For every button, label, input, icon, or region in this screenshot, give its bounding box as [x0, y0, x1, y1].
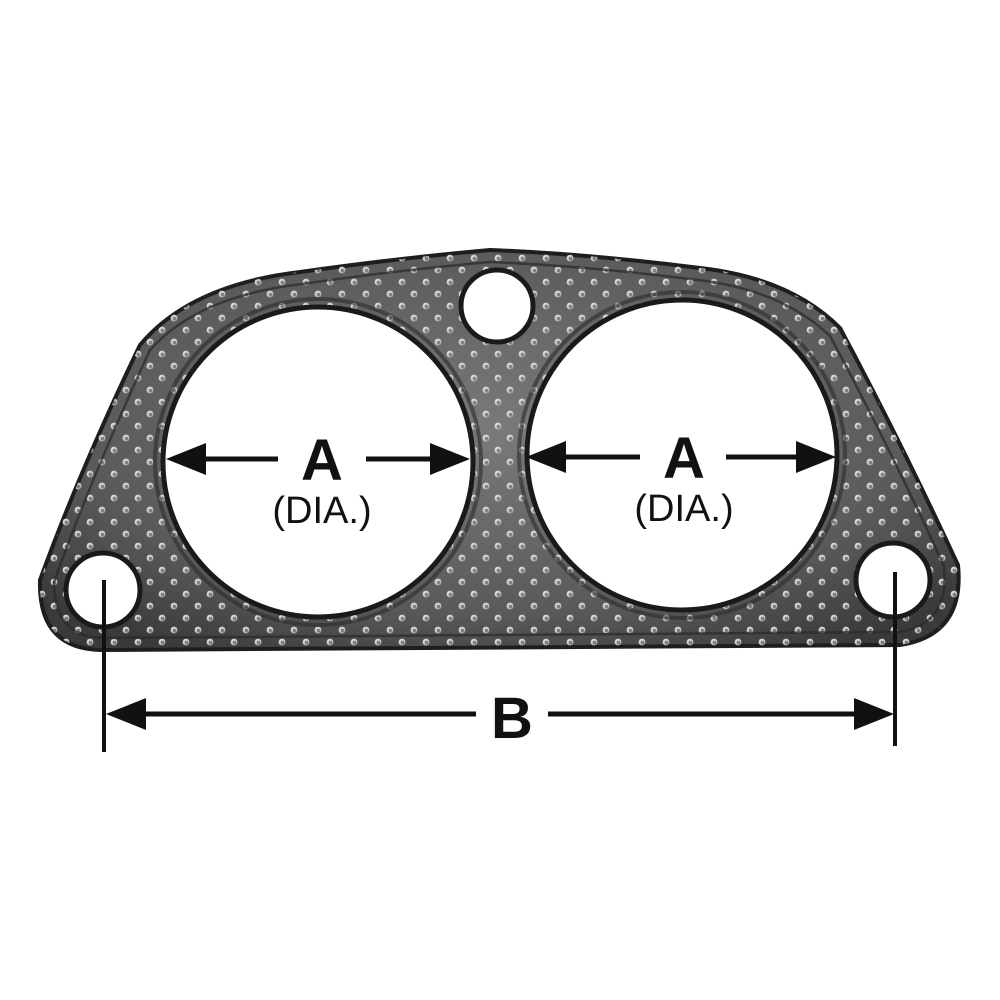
dimension-a-right-sub: (DIA.) — [634, 488, 733, 530]
gasket-edge-bead — [52, 260, 946, 640]
right-port-hole — [524, 297, 840, 613]
dimension-b — [102, 572, 897, 752]
dimension-a-left — [166, 443, 470, 475]
gasket — [37, 247, 961, 653]
dimension-b-letter: B — [491, 686, 533, 751]
dimension-a-left-letter: A — [301, 428, 343, 493]
top-bolt-hole — [458, 267, 536, 345]
dimension-a-right-letter: A — [663, 426, 705, 491]
dimension-a-right — [526, 441, 836, 473]
right-port-rim — [517, 290, 847, 620]
dimension-a-left-sub: (DIA.) — [272, 490, 371, 532]
left-port-hole — [160, 304, 476, 620]
left-port-rim — [153, 297, 483, 627]
